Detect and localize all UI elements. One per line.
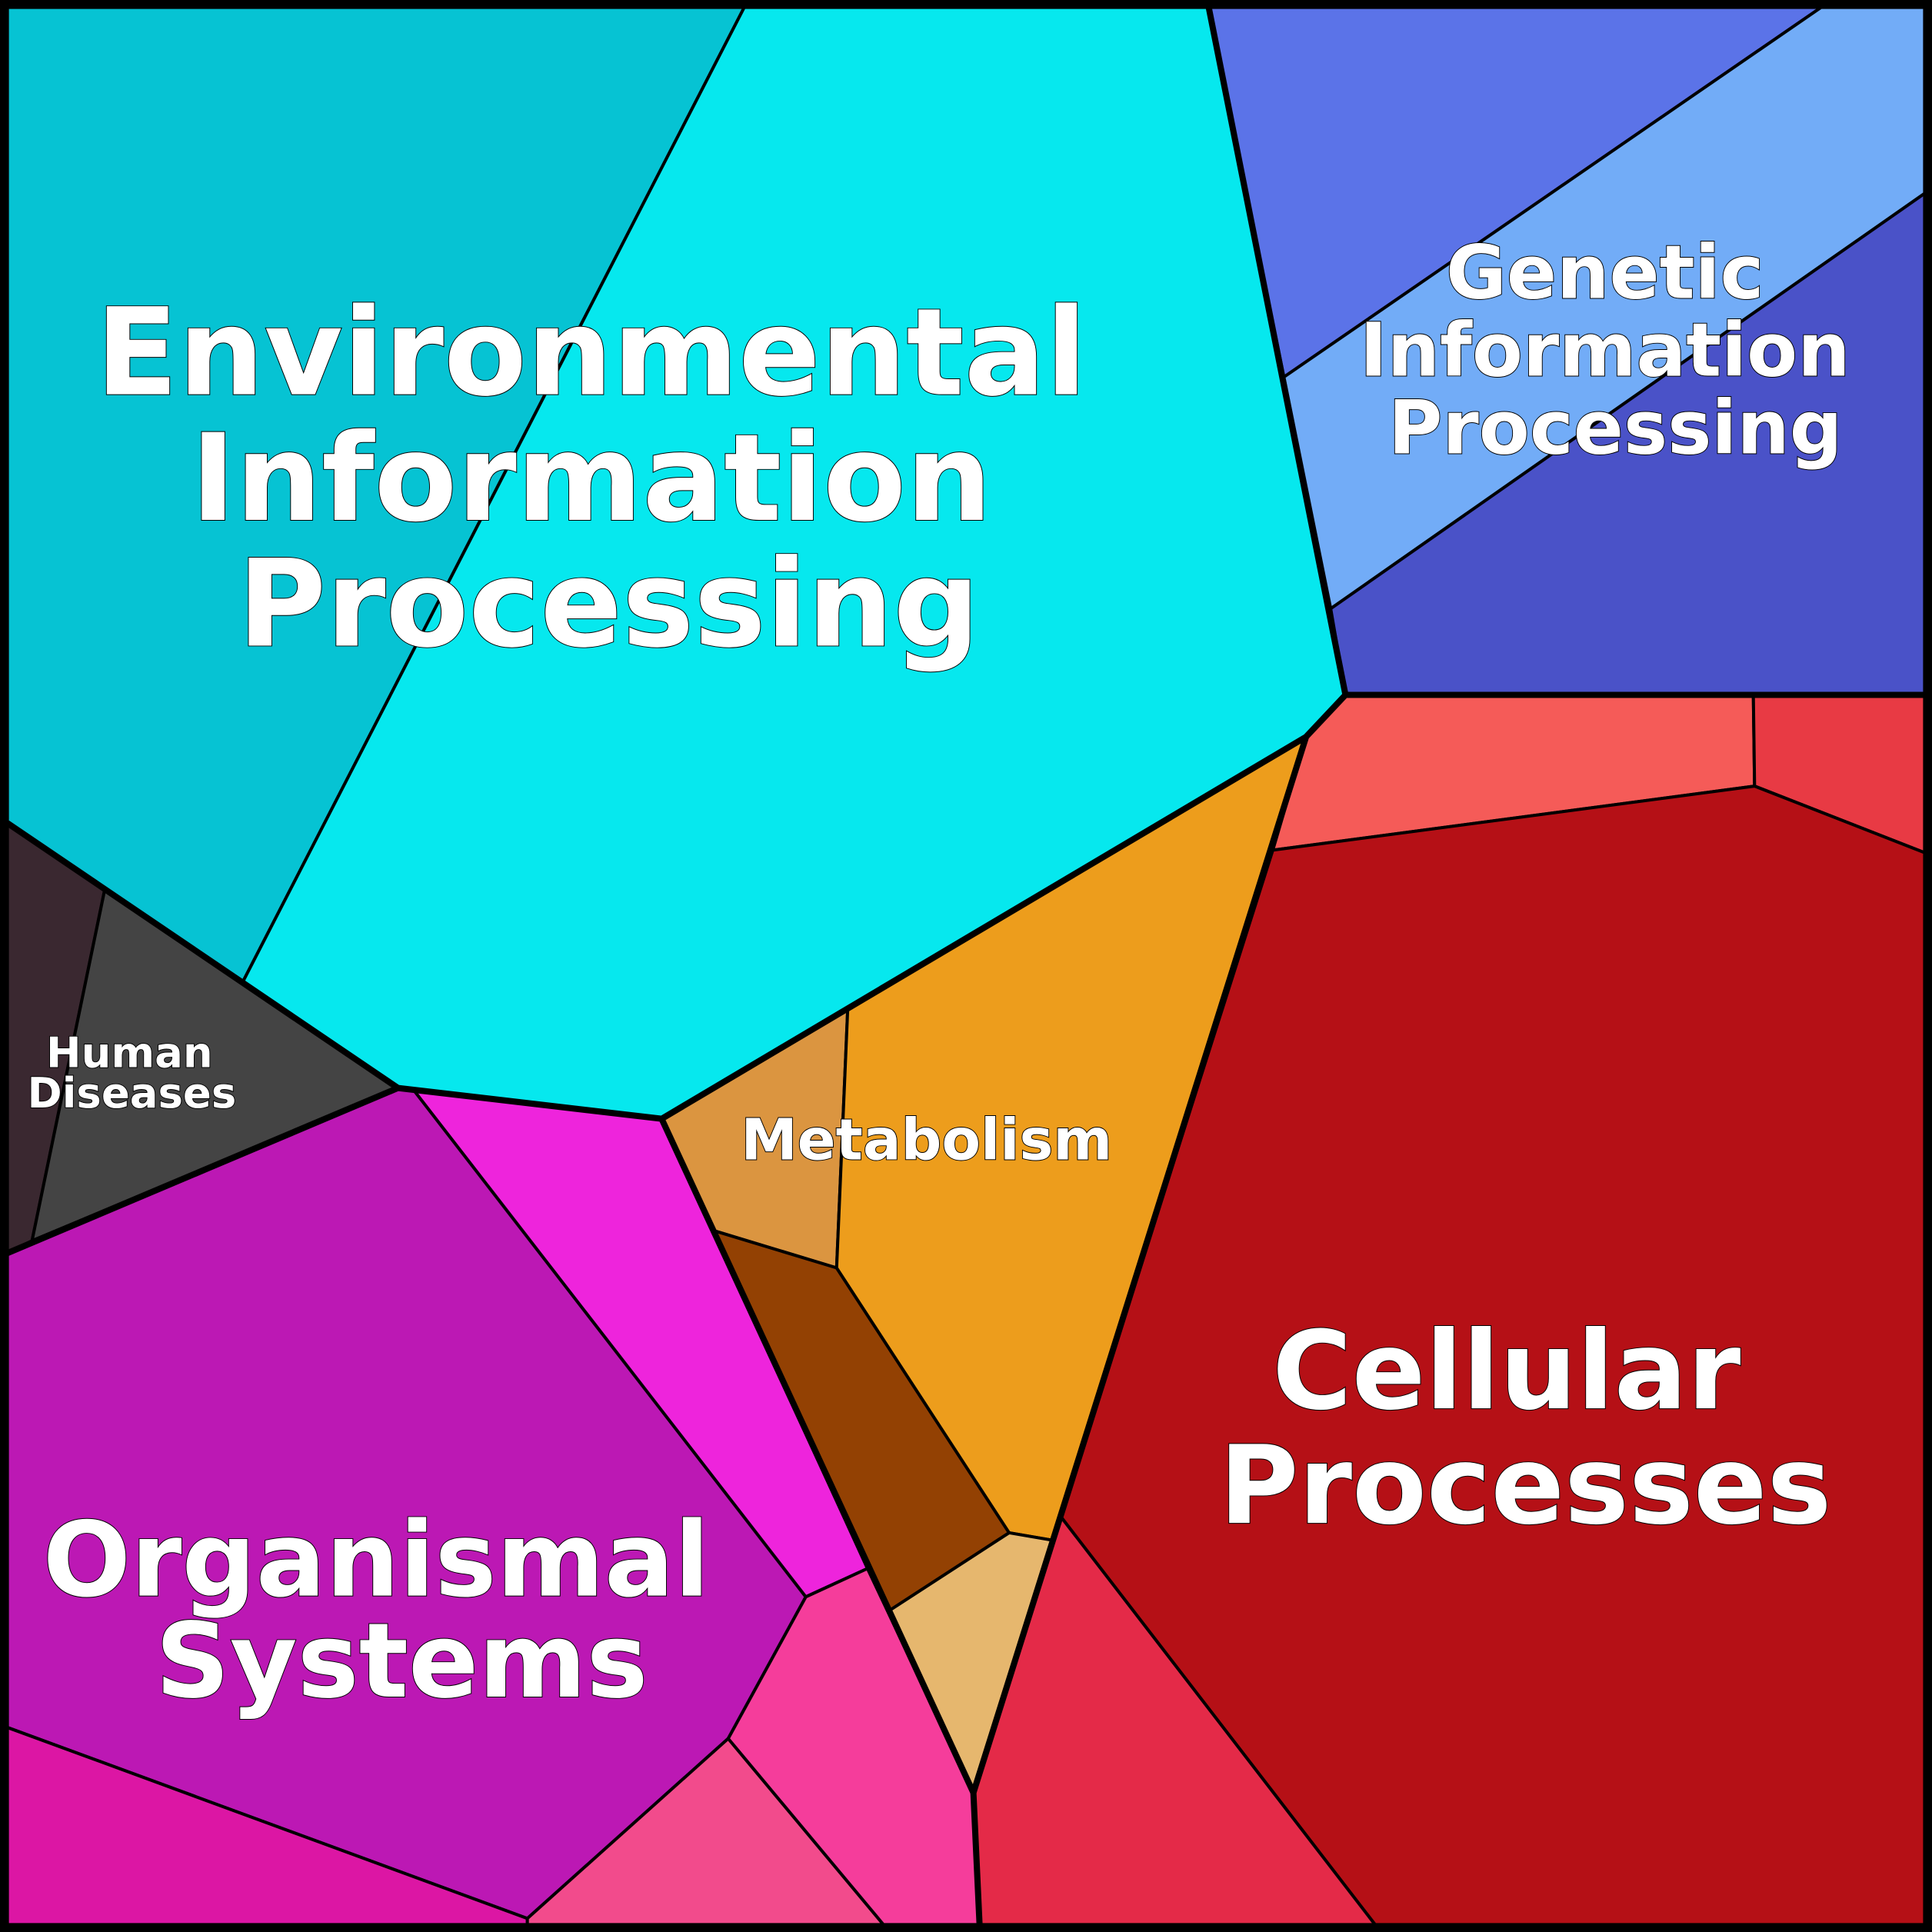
label-metabolism: Metabolism xyxy=(741,1108,1112,1174)
boundary-cellular xyxy=(970,1792,983,1925)
boundary-human xyxy=(6,1084,400,1256)
label-organismal: Organismal Systems xyxy=(43,1500,746,1721)
boundary-env xyxy=(5,6,1349,1122)
label-environmental: Environmental Information Processing xyxy=(95,283,1129,675)
label-human-diseases: Human Diseases xyxy=(28,1028,237,1118)
label-genetic: Genetic Information Processing xyxy=(1360,230,1876,471)
label-cellular: Cellular Processes xyxy=(1219,1308,1831,1549)
